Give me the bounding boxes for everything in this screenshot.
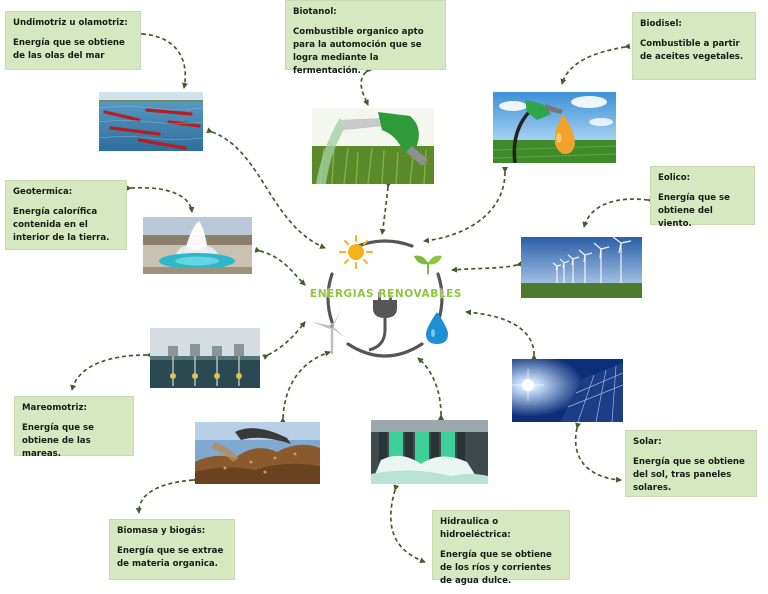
photo-tidal-turbine <box>150 328 260 388</box>
photo-geyser <box>143 217 252 274</box>
node-biotanol: Biotanol: Combustible organico apto para… <box>285 0 446 76</box>
node-title: Undimotriz u olamotriz: <box>13 18 128 28</box>
node-title: Biodisel: <box>640 19 682 29</box>
node-title: Hidraulica o hidroeléctrica: <box>440 517 511 540</box>
node-description: Combustible a partir de aceites vegetale… <box>640 39 744 62</box>
node-description: Energía calorífica contenida en el inter… <box>13 207 110 243</box>
arrow-hidraulica-center <box>417 357 445 421</box>
node-description: Energía que se obtiene de los ríos y cor… <box>440 550 552 586</box>
node-eolico: Eolico: Energía que se obtiene del vient… <box>650 166 755 229</box>
arrow-biomasa-box <box>135 476 199 514</box>
node-description: Energía que se obtiene del viento. <box>658 193 730 229</box>
wind-turbine-icon <box>312 308 346 354</box>
arrow-eolico-box <box>582 197 654 228</box>
node-biomasa: Biomasa y biogás: Energía que se extrae … <box>109 519 235 580</box>
node-description: Combustible organico apto para la automo… <box>293 27 424 76</box>
node-description: Energía que se obtiene del sol, tras pan… <box>633 457 745 493</box>
node-description: Energía que se extrae de materia organic… <box>117 546 224 569</box>
arrow-biotanol-center <box>379 181 392 235</box>
arrow-solar-box <box>574 422 622 483</box>
node-mareomotriz: Mareomotriz: Energía que se obtiene de l… <box>14 396 134 459</box>
arrow-geotermica-center <box>254 246 306 286</box>
photo-biodiesel-drop <box>493 92 616 163</box>
water-drop-icon <box>426 312 448 344</box>
arrow-biomasa-center <box>279 350 331 424</box>
node-title: Biotanol: <box>293 7 337 17</box>
arrow-undimotriz-box <box>136 30 188 89</box>
arrow-solar-center <box>465 309 538 361</box>
node-description: Energía que se obtiene de las olas del m… <box>13 38 125 61</box>
node-hidraulica: Hidraulica o hidroeléctrica: Energía que… <box>432 510 570 586</box>
photo-hydro-dam <box>371 420 488 484</box>
plug-icon <box>368 292 397 352</box>
photo-solar-panels <box>512 359 623 422</box>
node-geotermica: Geotermica: Energía calorífica contenida… <box>5 180 127 250</box>
sun-icon <box>339 235 373 269</box>
leaf-icon <box>414 255 442 274</box>
node-biodisel: Biodisel: Combustible a partir de aceite… <box>632 12 756 80</box>
arrow-geotermica-box <box>125 185 195 213</box>
arrow-hidraulica-box <box>389 484 426 564</box>
node-title: Geotermica: <box>13 187 73 197</box>
node-title: Eolico: <box>658 173 691 183</box>
node-title: Mareomotriz: <box>22 403 87 413</box>
center-title: ENERGIAS RENOVABLES <box>309 288 463 300</box>
photo-wave-energy <box>99 92 203 151</box>
central-hub <box>312 235 448 358</box>
arrow-undimotriz-center <box>206 127 326 249</box>
arrow-eolico-center <box>451 260 523 273</box>
node-title: Biomasa y biogás: <box>117 526 206 536</box>
arrow-biodisel-box <box>560 43 631 85</box>
node-description: Energía que se obtiene de las mareas. <box>22 423 94 459</box>
photo-wind-farm <box>521 237 642 298</box>
node-solar: Solar: Energía que se obtiene del sol, t… <box>625 430 757 497</box>
photo-wood-chips <box>195 422 320 484</box>
arrow-biotanol-box <box>360 66 372 106</box>
node-undimotriz: Undimotriz u olamotriz: Energía que se o… <box>5 11 141 70</box>
arrow-mareomotriz-center <box>262 321 306 360</box>
arrow-mareomotriz-box <box>70 351 153 391</box>
photo-bioethanol-nozzle <box>312 108 434 184</box>
node-title: Solar: <box>633 437 662 447</box>
